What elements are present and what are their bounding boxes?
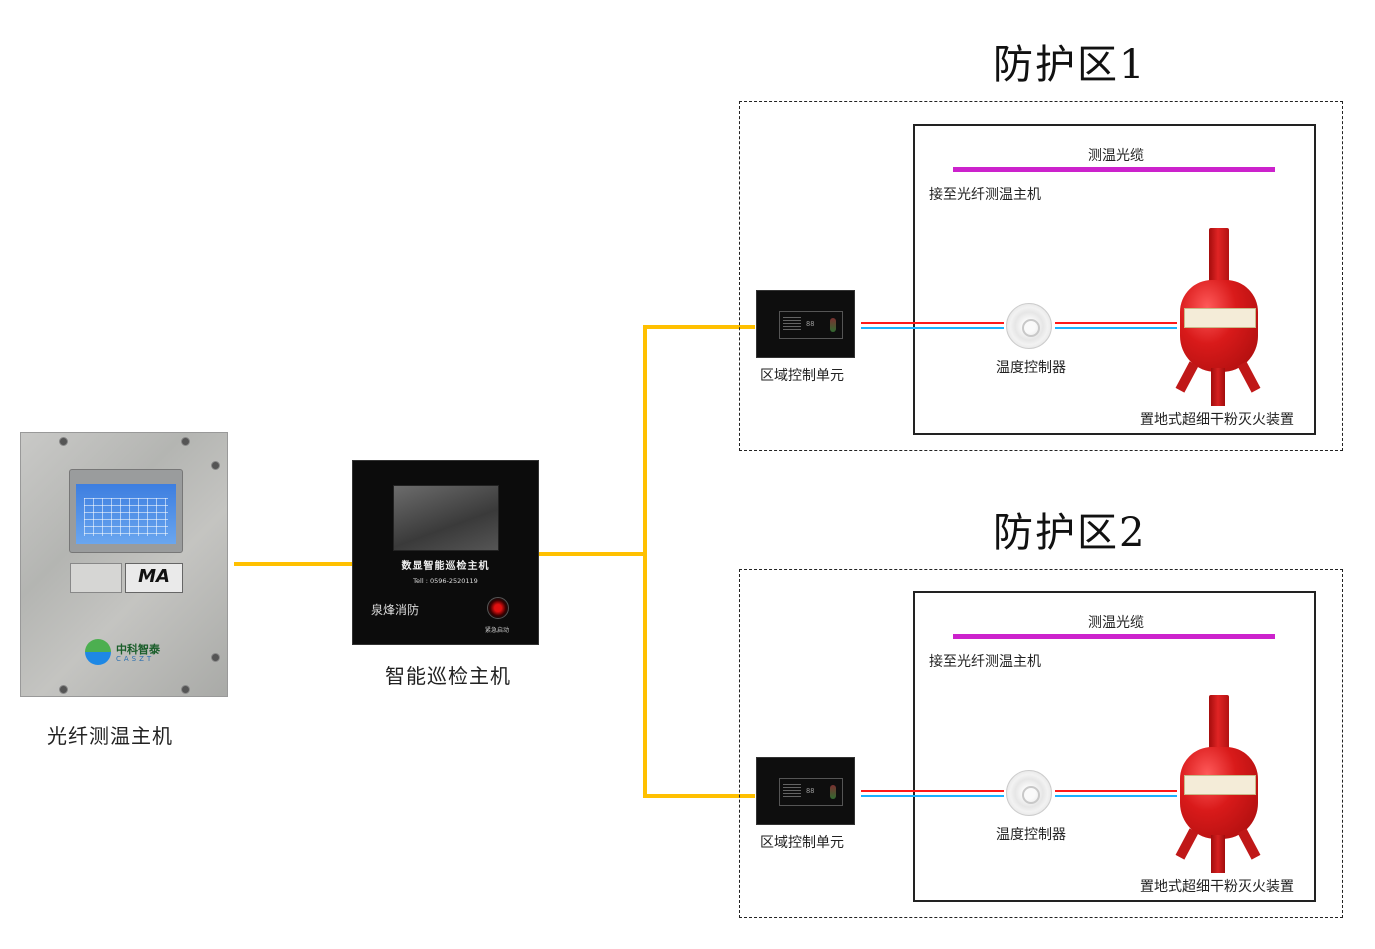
zcu-digit-display: 88 [806, 787, 815, 795]
panel-title: 数显智能巡检主机 [401, 561, 490, 572]
zone-1-signal-wire-red-2 [1055, 322, 1177, 324]
screw-icon [59, 685, 68, 694]
zone-2-powder-extinguisher [1175, 695, 1266, 873]
zone-2-extinguisher-label: 置地式超细干粉灭火装置 [1140, 879, 1294, 895]
lcd-screen [393, 485, 499, 551]
fiber-temperature-host: MA 中科智泰 CASZT [20, 432, 228, 697]
zcu-status-led [830, 785, 836, 799]
zcu-digit-display: 88 [806, 320, 815, 328]
zone-1-fiber-cable [953, 167, 1275, 172]
extinguisher-leg [1237, 828, 1261, 860]
zone-2-cable-note: 接至光纤测温主机 [929, 654, 1041, 670]
zcu-info-text [783, 784, 801, 799]
brand-name-cn: 中科智泰 [116, 643, 160, 656]
extinguisher-label-plate [1184, 775, 1256, 795]
extinguisher-leg [1175, 361, 1199, 393]
zone-1-extinguisher-label: 置地式超细干粉灭火装置 [1140, 412, 1294, 428]
extinguisher-nozzle [1209, 228, 1229, 284]
wire-patrolhost-to-trunk [539, 552, 646, 556]
zcu-status-led [830, 318, 836, 332]
zone-1-powder-extinguisher [1175, 228, 1266, 406]
wire-trunk-to-zone1 [643, 325, 755, 329]
nameplate [70, 563, 122, 593]
zone-2-title: 防护区2 [993, 510, 1147, 556]
zone-1-boundary [739, 101, 1343, 451]
zone-2-temp-controller-label: 温度控制器 [996, 827, 1066, 843]
brand-name-en: CASZT [116, 655, 155, 663]
zone-1-control-unit-label: 区域控制单元 [760, 368, 844, 384]
ma-certification-mark: MA [125, 563, 183, 593]
zone-2-signal-wire-red [861, 790, 1004, 792]
zone-2-signal-wire-blue [861, 795, 1004, 797]
zone-2-temperature-controller [1006, 770, 1052, 816]
wire-trunk-vertical [643, 326, 647, 798]
zone-2-signal-wire-blue-2 [1055, 795, 1177, 797]
panel-brand: 泉烽消防 [371, 603, 420, 617]
extinguisher-nozzle [1209, 695, 1229, 751]
screen-grid [84, 498, 168, 536]
zone-2-control-unit-label: 区域控制单元 [760, 835, 844, 851]
emergency-button-label: 紧急启动 [485, 627, 510, 634]
fiber-host-label: 光纤测温主机 [47, 724, 173, 748]
screw-icon [181, 437, 190, 446]
extinguisher-leg [1237, 361, 1261, 393]
zone-1-cable-note: 接至光纤测温主机 [929, 187, 1041, 203]
extinguisher-leg [1175, 828, 1199, 860]
brand-logo-icon [85, 639, 111, 665]
wire-trunk-to-zone2 [643, 794, 755, 798]
extinguisher-leg [1211, 835, 1225, 873]
zone-1-cable-label: 测温光缆 [1088, 148, 1144, 164]
zone-1-control-unit: 88 [756, 290, 855, 358]
zone-2-signal-wire-red-2 [1055, 790, 1177, 792]
extinguisher-leg [1211, 368, 1225, 406]
zone-1-temp-controller-label: 温度控制器 [996, 360, 1066, 376]
touch-screen [69, 469, 183, 553]
zcu-front-panel: 88 [779, 311, 843, 339]
extinguisher-label-plate [1184, 308, 1256, 328]
wire-fiberhost-to-patrolhost [234, 562, 352, 566]
zone-1-signal-wire-blue-2 [1055, 327, 1177, 329]
zone-2-fiber-cable [953, 634, 1275, 639]
zone-1-title: 防护区1 [993, 42, 1147, 88]
zcu-front-panel: 88 [779, 778, 843, 806]
screen-display [76, 484, 176, 544]
zone-2-cable-label: 测温光缆 [1088, 615, 1144, 631]
zone-1-signal-wire-red [861, 322, 1004, 324]
zone-1-signal-wire-blue [861, 327, 1004, 329]
intelligent-patrol-host: 数显智能巡检主机 Tell : 0596-2520119 泉烽消防 紧急启动 [352, 460, 539, 645]
panel-telephone: Tell : 0596-2520119 [413, 577, 478, 585]
screw-icon [59, 437, 68, 446]
emergency-start-button [487, 597, 509, 619]
zone-1-temperature-controller [1006, 303, 1052, 349]
screw-icon [211, 653, 220, 662]
zone-2-control-unit: 88 [756, 757, 855, 825]
screw-icon [211, 461, 220, 470]
patrol-host-label: 智能巡检主机 [385, 664, 511, 688]
zcu-info-text [783, 317, 801, 332]
screw-icon [181, 685, 190, 694]
zone-2-boundary [739, 569, 1343, 918]
